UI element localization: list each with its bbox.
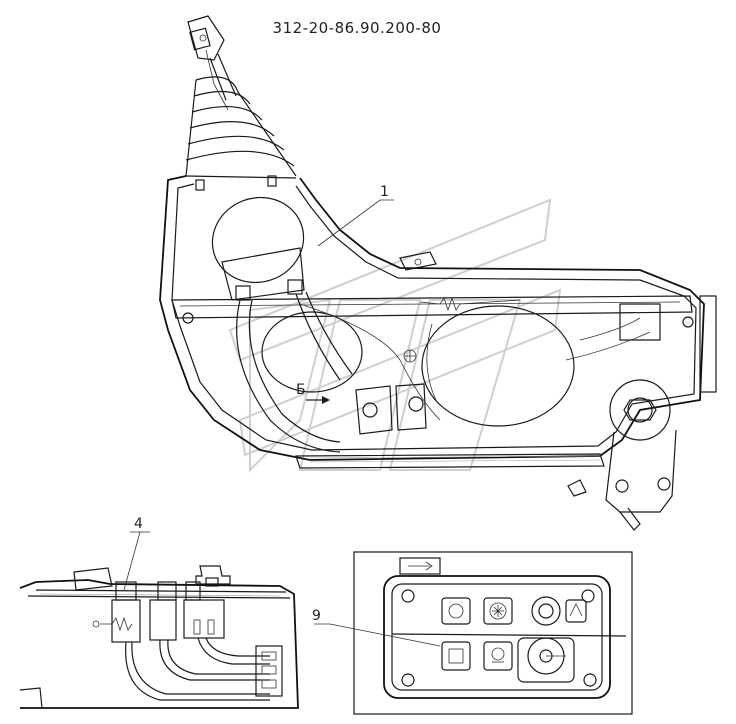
svg-text:Б: Б (296, 382, 306, 398)
console-section-view (19, 565, 299, 709)
callout-4: 4 (123, 516, 150, 591)
watermark-logo (228, 198, 562, 473)
control-panel-view (353, 551, 633, 715)
view-b-marker: Б (296, 382, 330, 404)
part-number: 312-20-86.90.200-80 (273, 19, 442, 37)
svg-text:4: 4 (134, 516, 143, 532)
callout-1: 1 (317, 184, 394, 247)
callout-9: 9 (312, 608, 441, 647)
svg-text:1: 1 (380, 184, 389, 200)
joystick-assembly (159, 15, 717, 531)
svg-text:9: 9 (312, 608, 321, 624)
